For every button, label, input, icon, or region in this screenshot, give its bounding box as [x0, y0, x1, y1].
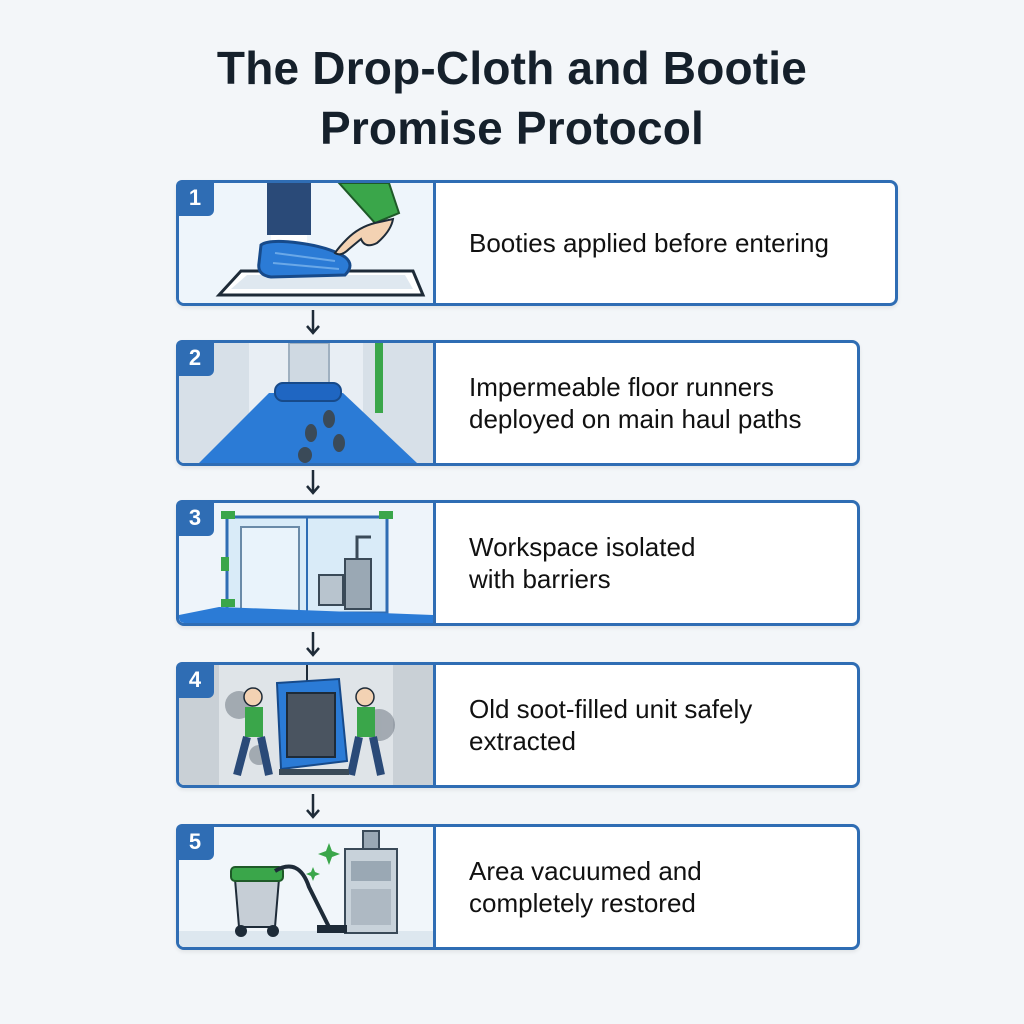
title-line-2: Promise Protocol	[319, 102, 705, 154]
step-number-badge: 2	[176, 340, 214, 376]
step-card-4: 4 Old soot-filled unit safely extracted	[176, 662, 860, 788]
step-number-badge: 4	[176, 662, 214, 698]
barrier-icon	[179, 503, 436, 623]
step-card-3: 3 Workspace isolated with barriers	[176, 500, 860, 626]
title-line-1: The Drop-Cloth and Bootie	[216, 42, 808, 94]
step-number-badge: 1	[176, 180, 214, 216]
step-text-5: Area vacuumed and completely restored	[469, 856, 702, 918]
step-text-3: Workspace isolated with barriers	[469, 532, 696, 594]
page-title: The Drop-Cloth and Bootie Promise Protoc…	[0, 38, 1024, 158]
arrow-down-icon	[306, 470, 320, 495]
vacuum-icon	[179, 827, 436, 947]
step-card-2: 2 Impermeable floor runners deployed on …	[176, 340, 860, 466]
step-number-badge: 5	[176, 824, 214, 860]
step-text-2: Impermeable floor runners deployed on ma…	[469, 372, 802, 434]
step-card-1: 1 Booties applied before entering	[176, 180, 898, 306]
step-text-1: Booties applied before entering	[469, 228, 829, 258]
step-card-5: 5 Area vacuumed and completely restored	[176, 824, 860, 950]
floor-runner-icon	[179, 343, 436, 463]
arrow-down-icon	[306, 632, 320, 657]
arrow-down-icon	[306, 794, 320, 819]
extraction-icon	[179, 665, 436, 785]
step-number-badge: 3	[176, 500, 214, 536]
step-text-4: Old soot-filled unit safely extracted	[469, 694, 753, 756]
arrow-down-icon	[306, 310, 320, 335]
bootie-icon	[179, 183, 436, 303]
